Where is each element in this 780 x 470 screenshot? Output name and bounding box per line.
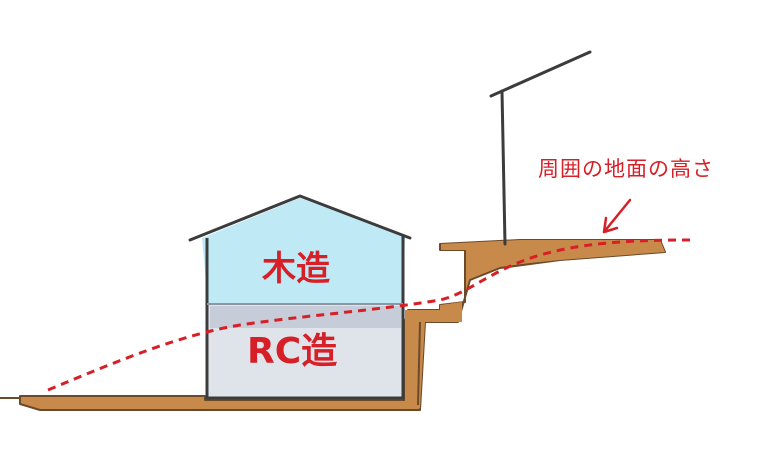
annotation-arrow [602, 198, 632, 234]
utility-pole [489, 50, 592, 246]
rc-floor-label: RC造 [247, 331, 338, 372]
roof [188, 194, 412, 242]
ground-level-label: 周囲の地面の高さ [538, 157, 714, 181]
ground-fill-right [440, 240, 665, 266]
ground-fill-mid [405, 302, 462, 408]
wood-floor-label: 木造 [262, 249, 330, 289]
retaining-wall-edge [417, 244, 466, 406]
wood-floor-fill [202, 198, 405, 304]
ground-level-dashed-line [47, 238, 691, 392]
building-outline [205, 236, 405, 400]
